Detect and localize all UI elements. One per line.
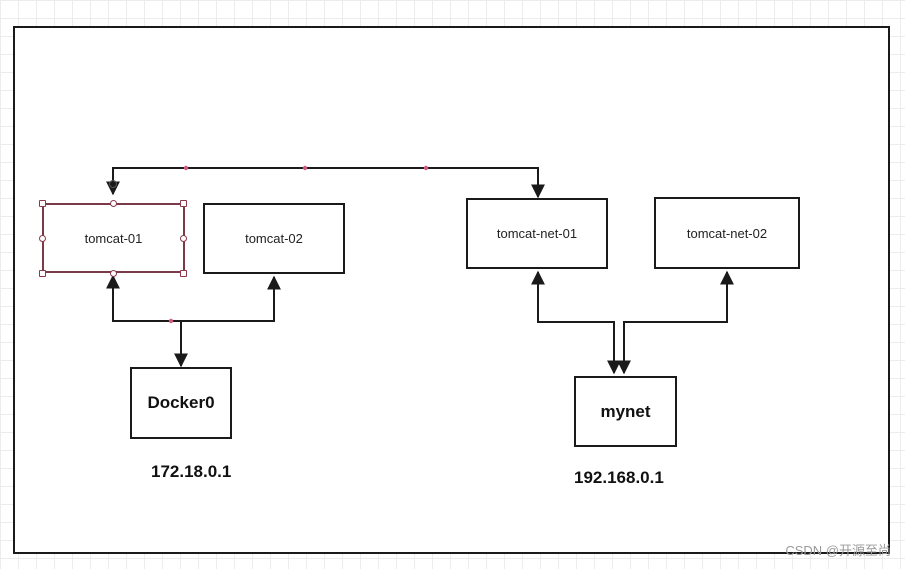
link-mynet-to-tomcatnet01[interactable]	[531, 270, 621, 375]
node-tomcat-net-02[interactable]: tomcat-net-02	[654, 197, 800, 269]
node-tomcat-net-01-label: tomcat-net-01	[496, 226, 578, 241]
mynet-ip-label: 192.168.0.1	[574, 468, 664, 487]
link-tomcat01-to-tomcatnet01[interactable]	[106, 167, 545, 199]
link-waypoint	[423, 165, 429, 171]
node-mynet-label: mynet	[600, 401, 651, 421]
resize-handle-top[interactable]	[110, 200, 117, 207]
link-anchor	[109, 180, 117, 188]
link-docker0-to-tomcat01[interactable]	[106, 274, 181, 322]
resize-handle-bottom-left[interactable]	[39, 270, 46, 277]
node-tomcat-net-02-label: tomcat-net-02	[686, 225, 768, 241]
watermark: CSDN @开源至尚	[785, 543, 891, 558]
resize-handle-left[interactable]	[39, 235, 46, 242]
resize-handle-right[interactable]	[180, 235, 187, 242]
link-waypoint	[168, 318, 174, 324]
node-mynet[interactable]: mynet	[574, 376, 677, 447]
node-tomcat-01[interactable]: tomcat-01	[42, 203, 185, 273]
link-docker0-to-tomcat02[interactable]	[181, 275, 281, 322]
node-tomcat-02-label: tomcat-02	[245, 231, 303, 246]
docker0-ip-label: 172.18.0.1	[151, 462, 232, 481]
node-docker0-label: Docker0	[147, 393, 215, 412]
link-waypoint	[302, 165, 308, 171]
diagram-frame	[13, 26, 890, 554]
resize-handle-top-left[interactable]	[39, 200, 46, 207]
link-waypoint	[183, 165, 189, 171]
resize-handle-bottom-right[interactable]	[180, 270, 187, 277]
resize-handle-top-right[interactable]	[180, 200, 187, 207]
resize-handle-bottom[interactable]	[110, 270, 117, 277]
node-tomcat-02[interactable]: tomcat-02	[203, 203, 345, 274]
link-mynet-to-tomcatnet02[interactable]	[617, 270, 734, 375]
node-tomcat-01-label: tomcat-01	[84, 230, 143, 246]
node-docker0[interactable]: Docker0	[130, 367, 232, 439]
node-tomcat-net-01[interactable]: tomcat-net-01	[466, 198, 608, 269]
